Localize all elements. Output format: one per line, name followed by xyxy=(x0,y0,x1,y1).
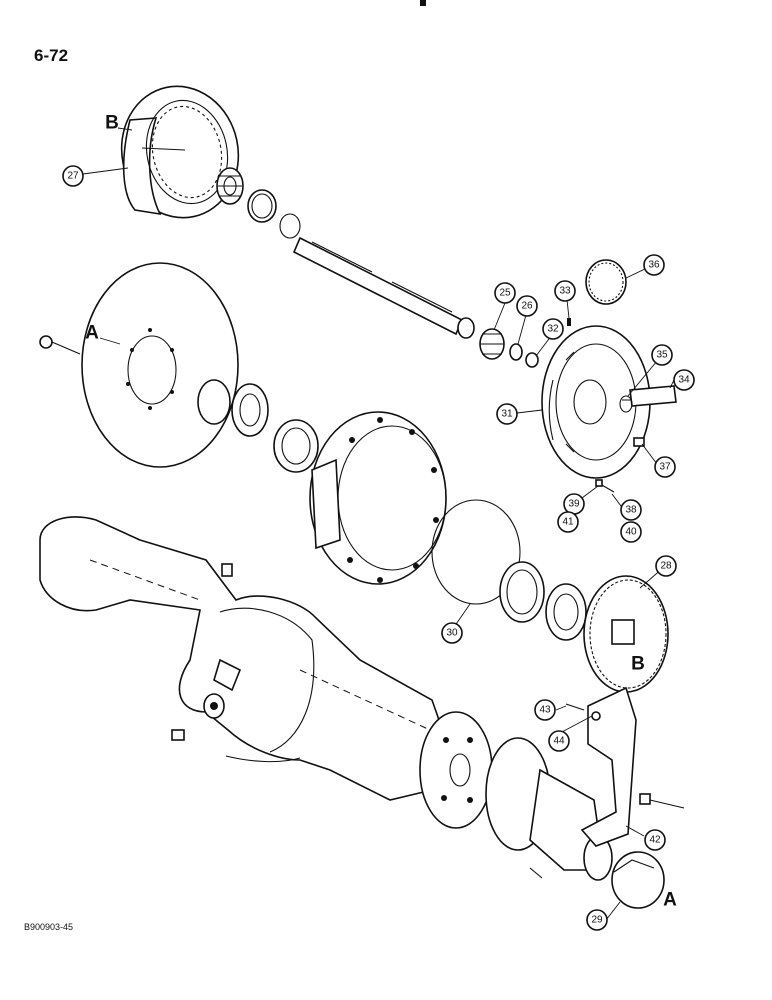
cap-screw xyxy=(595,479,615,493)
svg-text:30: 30 xyxy=(446,628,458,639)
callout-43: 43 xyxy=(534,699,556,721)
callout-33: 33 xyxy=(554,280,576,302)
sun-gear xyxy=(583,575,669,693)
wheel-stud xyxy=(39,335,81,355)
svg-text:25: 25 xyxy=(499,288,511,299)
brake-disc xyxy=(81,262,239,468)
breather-fitting xyxy=(221,563,233,577)
callout-31: 31 xyxy=(496,403,518,425)
callout-28: 28 xyxy=(655,555,677,577)
callout-36: 36 xyxy=(643,254,665,276)
callout-26: 26 xyxy=(516,295,538,317)
svg-text:35: 35 xyxy=(656,350,668,361)
svg-text:31: 31 xyxy=(501,409,513,420)
thrust-washer xyxy=(457,317,475,339)
svg-text:44: 44 xyxy=(553,736,565,747)
wheel-hub xyxy=(309,411,447,585)
callout-41: 41 xyxy=(557,511,579,533)
callout-35: 35 xyxy=(651,344,673,366)
callout-27: 27 xyxy=(62,165,84,187)
spindle xyxy=(485,737,613,881)
cone-bearing xyxy=(197,379,319,473)
svg-text:39: 39 xyxy=(568,499,580,510)
callout-39: 39 xyxy=(563,493,585,515)
mounting-flange xyxy=(419,711,493,829)
plug xyxy=(633,437,645,447)
retaining-ring xyxy=(279,213,301,239)
top-edge-mark xyxy=(420,0,426,6)
spacer-ring xyxy=(509,343,523,361)
ring-gear xyxy=(120,85,240,219)
pin xyxy=(567,318,571,326)
callout-37: 37 xyxy=(654,456,676,478)
callout-38: 38 xyxy=(620,499,642,521)
svg-text:27: 27 xyxy=(67,171,79,182)
ref-letter-a-top: A xyxy=(85,323,99,344)
flange-bolt xyxy=(529,867,543,879)
svg-text:26: 26 xyxy=(521,301,533,312)
long-bolt xyxy=(639,793,685,809)
callout-40: 40 xyxy=(620,521,642,543)
svg-text:40: 40 xyxy=(625,527,637,538)
callout-32: 32 xyxy=(542,318,564,340)
svg-text:36: 36 xyxy=(648,260,660,271)
seal-ring xyxy=(431,499,521,605)
svg-text:37: 37 xyxy=(659,462,671,473)
callout-25: 25 xyxy=(494,282,516,304)
svg-text:29: 29 xyxy=(591,915,603,926)
ref-letter-b-bottom: B xyxy=(631,654,645,675)
drain-plug xyxy=(171,729,185,741)
o-ring xyxy=(619,395,633,413)
needle-bearing xyxy=(479,328,505,360)
planet-gear xyxy=(585,259,627,305)
callout-42: 42 xyxy=(644,829,666,851)
axle-housing xyxy=(39,516,447,801)
callout-34: 34 xyxy=(673,369,695,391)
ref-letter-a-bottom: A xyxy=(663,890,677,911)
bracket-bolt xyxy=(565,703,585,711)
svg-text:38: 38 xyxy=(625,505,637,516)
lock-washer xyxy=(591,711,601,721)
page-number: 6-72 xyxy=(34,46,69,65)
svg-text:33: 33 xyxy=(559,286,571,297)
callout-30: 30 xyxy=(441,622,463,644)
callout-29: 29 xyxy=(586,909,608,931)
drawing-id: B900903-45 xyxy=(24,922,74,932)
svg-text:32: 32 xyxy=(547,324,559,335)
bushing xyxy=(525,352,539,368)
mounting-bracket xyxy=(580,686,637,847)
callout-44: 44 xyxy=(548,730,570,752)
svg-text:34: 34 xyxy=(678,375,690,386)
outer-bearing xyxy=(499,561,587,641)
svg-text:42: 42 xyxy=(649,835,661,846)
planet-pin xyxy=(629,385,677,407)
snap-ring xyxy=(247,189,277,223)
svg-text:43: 43 xyxy=(539,705,551,716)
axle-shaft xyxy=(292,236,464,336)
svg-text:28: 28 xyxy=(660,561,672,572)
pinion-bearing xyxy=(216,167,244,205)
hub-cap xyxy=(611,851,665,909)
svg-text:41: 41 xyxy=(562,517,574,528)
ref-letter-b-top: B xyxy=(105,113,119,134)
